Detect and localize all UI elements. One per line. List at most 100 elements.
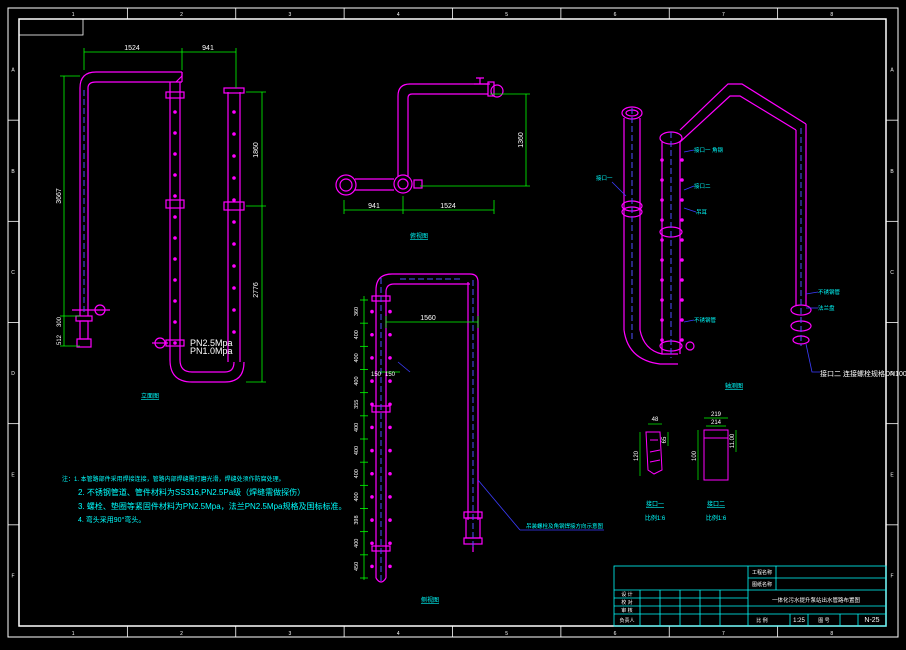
outlet-mark <box>388 448 392 453</box>
top-dim-b: 1524 <box>440 203 456 210</box>
left-view-caption: 立面图 <box>141 392 159 400</box>
outlet-mark <box>370 379 374 383</box>
frame-column-label: 3 <box>289 631 292 637</box>
middle-segment-dim: 450 <box>354 562 360 571</box>
outlet-mark <box>173 173 177 177</box>
frame-row-label: C <box>890 270 894 276</box>
outlet-mark <box>173 152 177 156</box>
outlet-mark <box>660 238 664 242</box>
note-line-3: 3. 螺栓、垫圈等紧固件材料为PN2.5Mpa，法兰PN2.5Mpa规格及国标标… <box>78 501 347 511</box>
tb-drawing-name-label: 图纸名称 <box>752 581 772 588</box>
middle-segment-dim: 360 <box>354 307 360 316</box>
tb-left-2: 校 对 <box>621 599 632 606</box>
outlet-mark <box>232 154 236 158</box>
iso-label-8: 接口二 连接螺栓规格DN100 <box>820 369 906 378</box>
iso-label-5: 不锈钢管 <box>694 316 717 324</box>
dim-left-lower-a: 300 <box>57 316 63 327</box>
outlet-mark <box>232 286 236 290</box>
title-block: 工程名称 图纸名称 一体化污水提升泵站出水管路布置图 设 计 校 对 审 核 负… <box>613 565 887 627</box>
frame-column-label: 1 <box>72 631 75 637</box>
outlet-mark <box>680 238 684 242</box>
detail1-title: 接口一 <box>646 500 664 508</box>
outlet-mark <box>370 402 374 407</box>
middle-segment-dim: 400 <box>354 423 360 432</box>
top-dim-a: 941 <box>368 203 380 210</box>
middle-dim-inner-a: 150 <box>371 372 382 378</box>
frame-row-label: A <box>11 68 15 74</box>
iso-label-4: 吊耳 <box>696 209 708 216</box>
middle-dim-inner-b: 150 <box>385 372 396 378</box>
outlet-mark <box>370 495 374 499</box>
iso-label-6: 不锈钢管 <box>818 288 841 296</box>
frame-row-label: B <box>11 169 15 175</box>
middle-segment-dim: 400 <box>354 446 360 455</box>
left-dimensions <box>60 48 266 383</box>
outlet-mark <box>660 178 664 182</box>
outlet-mark <box>232 198 236 202</box>
frame-column-label: 1 <box>72 12 75 18</box>
tb-sheet-no: N-25 <box>864 617 879 624</box>
outlet-mark <box>173 278 177 282</box>
outlet-mark <box>388 309 392 314</box>
middle-view-caption: 侧视图 <box>421 596 439 604</box>
outlet-mark <box>173 236 177 240</box>
outlet-mark <box>370 425 374 430</box>
middle-segment-dim: 400 <box>354 469 360 478</box>
detail1-dim-top: 48 <box>652 417 659 423</box>
outlet-mark <box>660 318 664 322</box>
frame-column-label: 5 <box>505 631 508 637</box>
outlet-mark <box>173 194 177 198</box>
frame-row-label: E <box>11 472 15 478</box>
top-plan-view: 1360 941 1524 俯视图 <box>335 77 530 240</box>
frame-column-label: 2 <box>180 12 183 18</box>
tb-ratio: 1:25 <box>793 618 805 624</box>
middle-segment-dim: 400 <box>354 376 360 385</box>
outlet-mark <box>232 330 236 334</box>
outlet-mark <box>660 198 664 202</box>
right-isometric-view: 接口一 接口一 角钢 接口二 吊耳 不锈钢管 不锈钢管 法兰盘 接口二 连接螺栓… <box>596 83 906 390</box>
outlet-mark <box>680 158 684 162</box>
outlet-mark <box>388 356 392 360</box>
dim-left-lower-b: 512 <box>57 334 63 345</box>
outlet-mark <box>388 471 392 476</box>
frame-row-label: C <box>11 270 15 276</box>
detail1-scale: 比例1:6 <box>645 514 666 522</box>
outlet-mark <box>680 178 684 182</box>
outlet-mark <box>680 218 684 222</box>
outlet-mark <box>680 318 684 322</box>
tb-left-4: 负责人 <box>619 617 634 624</box>
outlet-mark <box>680 298 684 302</box>
middle-segment-dim: 400 <box>354 353 360 362</box>
outlet-mark <box>388 379 392 383</box>
outlet-mark <box>173 131 177 135</box>
detail-interface-1: 48 120 65 接口一 比例1:6 <box>634 417 669 522</box>
outlet-mark <box>680 258 684 262</box>
middle-segment-dim: 400 <box>354 492 360 501</box>
detail2-scale: 比例1:6 <box>706 514 727 522</box>
outlet-mark <box>680 278 684 282</box>
note-line-1: 注：1. 本管路部件采用焊接连接，管路内部焊缝需打磨光滑，焊缝处须作防腐处理。 <box>62 475 285 483</box>
outlet-mark <box>680 338 684 342</box>
outlet-mark <box>388 518 392 522</box>
frame-column-label: 4 <box>397 631 400 637</box>
frame-column-label: 6 <box>614 631 617 637</box>
frame-row-label: D <box>890 371 894 377</box>
detail-interface-2: 219 214 100 11.00 接口二 比例1:6 <box>692 412 737 522</box>
frame-row-label: F <box>890 573 893 579</box>
tb-left-1: 设 计 <box>621 591 632 598</box>
left-elevation-view: 1524 941 3667 300 512 1860 2776 PN2.5Mpa… <box>56 45 266 400</box>
outlet-mark <box>388 541 392 546</box>
outlet-mark <box>660 278 664 282</box>
outlet-mark <box>388 402 392 407</box>
outlet-mark <box>370 518 374 522</box>
frame-row-label: A <box>890 68 894 74</box>
tb-project-name-label: 工程名称 <box>752 569 772 576</box>
detail2-dim-top-b: 214 <box>711 420 722 426</box>
frame-row-label: F <box>11 573 14 579</box>
frame-column-label: 3 <box>289 12 292 18</box>
iso-label-7: 法兰盘 <box>818 304 835 312</box>
